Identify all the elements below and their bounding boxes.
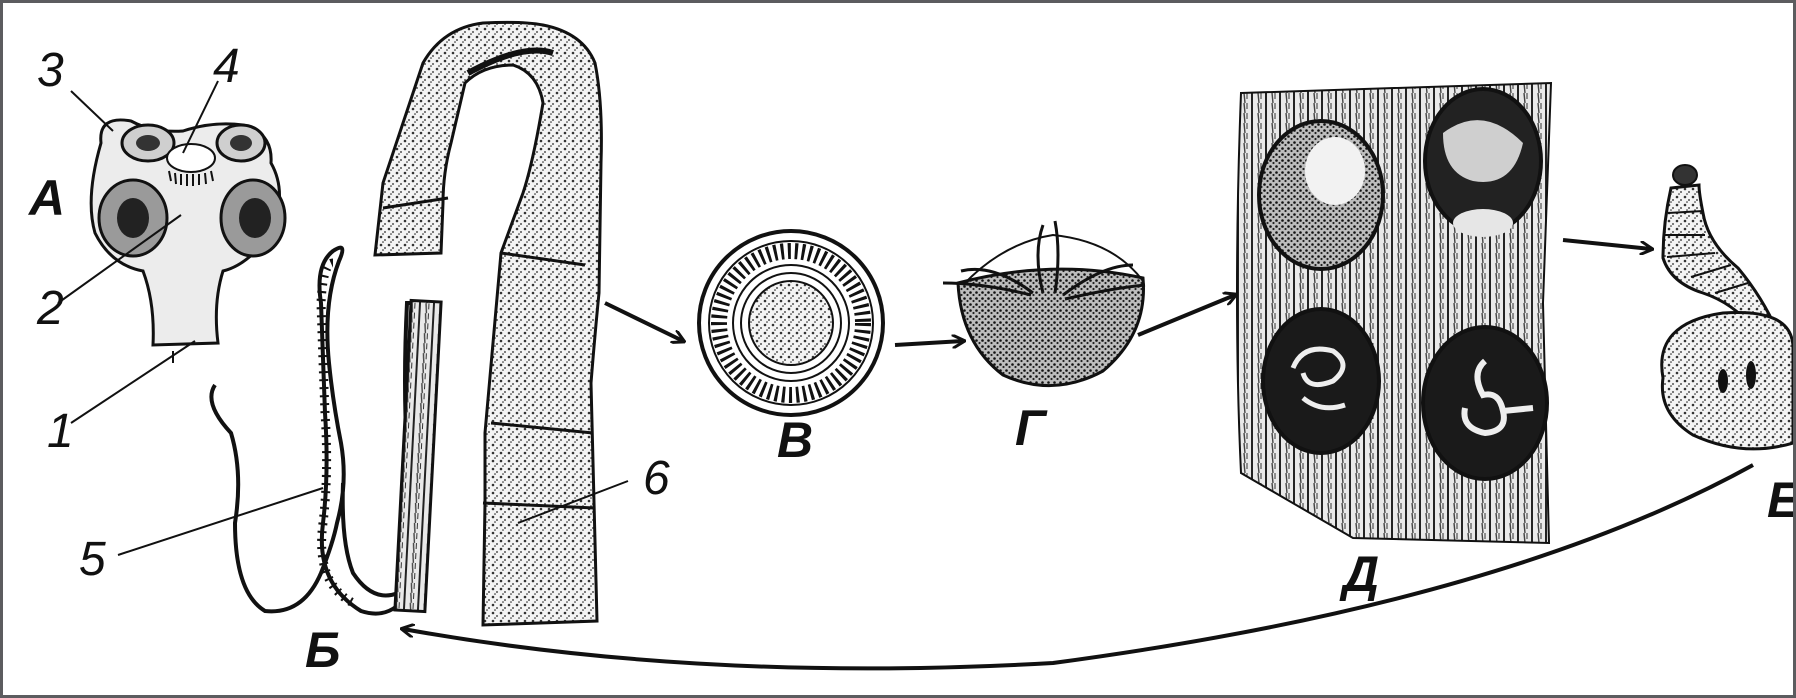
part-number-2: 2 <box>37 285 64 333</box>
arrow-b-to-v-icon <box>605 303 683 341</box>
scolex-head <box>58 81 285 423</box>
stage-label-a: А <box>29 173 65 223</box>
part-number-5: 5 <box>79 536 106 584</box>
arrow-d-to-e-icon <box>1563 240 1651 249</box>
arrow-e-to-b-icon <box>403 465 1753 668</box>
arrow-g-to-d-icon <box>1138 295 1235 335</box>
part-number-4: 4 <box>213 43 240 91</box>
stage-label-b: Б <box>305 625 340 675</box>
part-number-3: 3 <box>37 47 64 95</box>
cysticerci-in-muscle <box>1237 83 1551 543</box>
figure-canvas: 3 4 2 1 5 6 А Б В Г Д Е <box>3 3 1793 695</box>
lifecycle-illustration <box>3 3 1793 695</box>
rostellum-icon <box>167 144 215 172</box>
stage-label-d: Д <box>1343 549 1379 599</box>
everted-cysticercus <box>1662 165 1793 449</box>
stage-label-v: В <box>777 415 813 465</box>
part-number-1: 1 <box>47 408 74 456</box>
egg <box>699 231 883 415</box>
stage-label-e: Е <box>1767 475 1793 525</box>
oncosphere <box>943 221 1145 386</box>
stage-label-g: Г <box>1015 403 1046 453</box>
part-number-6: 6 <box>643 455 670 503</box>
arrow-v-to-g-icon <box>895 341 963 345</box>
